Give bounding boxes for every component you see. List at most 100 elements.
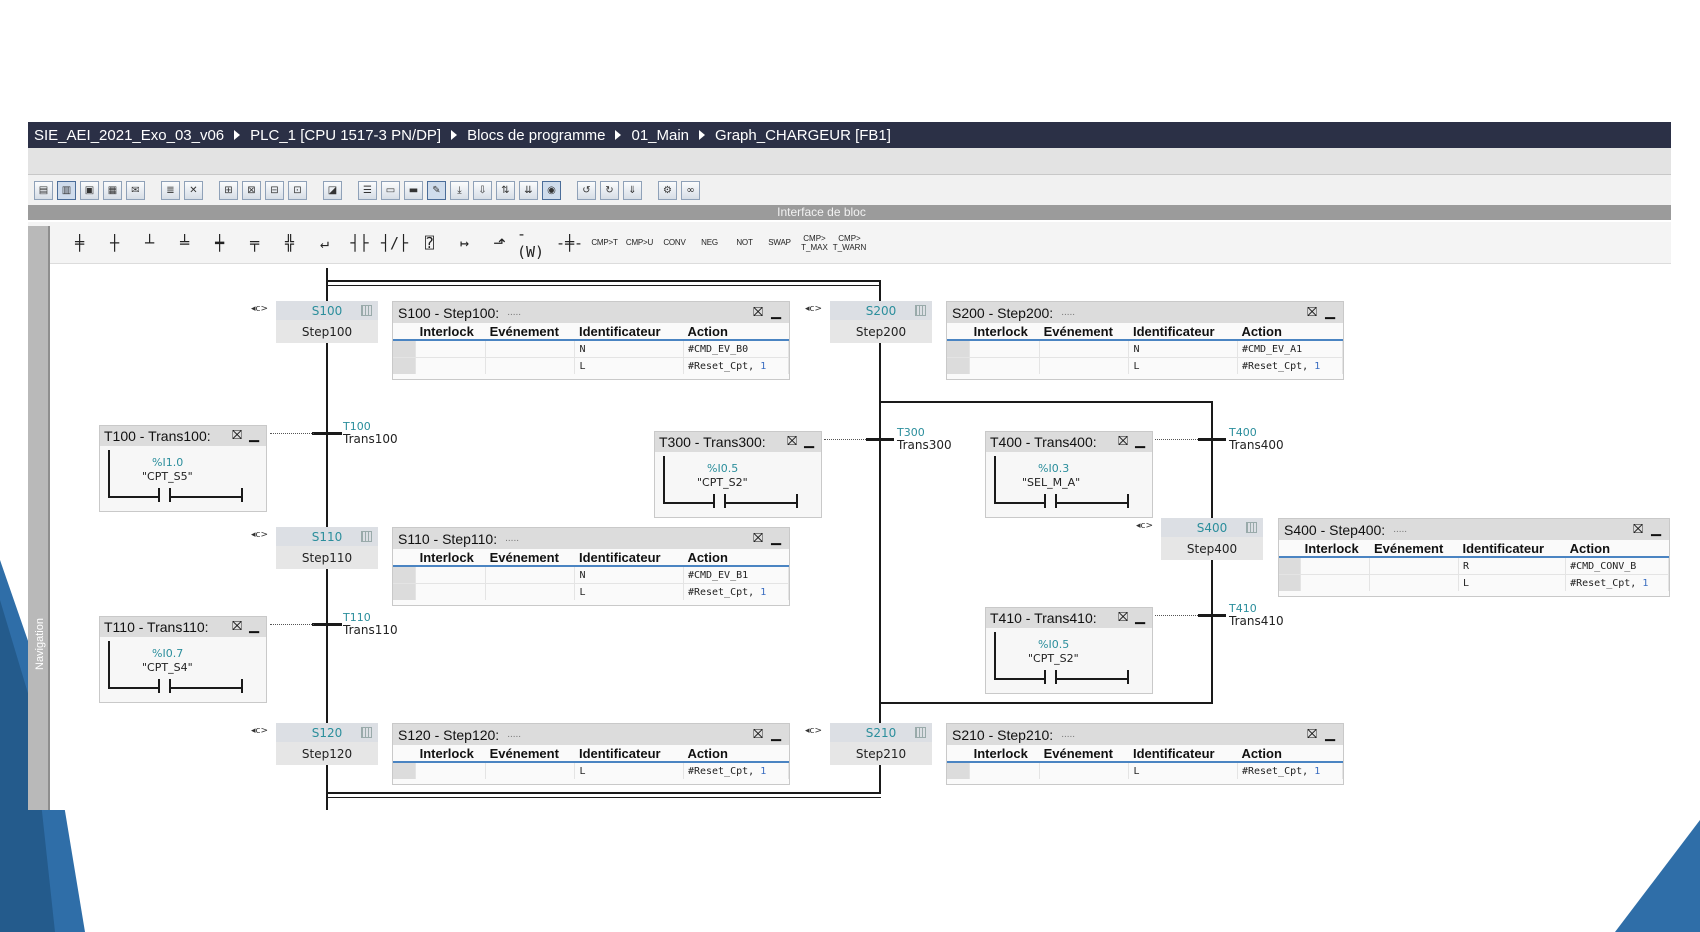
insert-below-icon[interactable]: ⇩ <box>473 180 492 200</box>
table-row[interactable]: R#CMD_CONV_B <box>1279 556 1669 575</box>
step-s200[interactable]: ◂c> S200 Step200 <box>805 301 932 343</box>
sequence-view-icon[interactable]: ▥ <box>57 180 76 200</box>
breadcrumb-blocks[interactable]: Blocs de programme <box>467 126 606 144</box>
block-interface-bar[interactable]: Interface de bloc <box>28 205 1671 220</box>
minimize-icon[interactable]: ▁ <box>1325 727 1335 742</box>
not-button[interactable]: NOT <box>736 238 753 247</box>
glasses-icon[interactable]: ∞ <box>681 180 700 200</box>
return-icon[interactable]: ↵ <box>319 233 330 252</box>
table-row[interactable]: L#Reset_Cpt, 1 <box>947 357 1344 374</box>
close-icon[interactable]: ⛝ <box>753 727 763 742</box>
jump-icon[interactable]: ╧ <box>179 233 190 252</box>
cmp-twarn-button[interactable]: CMP> T_WARN <box>832 233 867 252</box>
table-row[interactable]: L#Reset_Cpt, 1 <box>393 761 790 779</box>
table-row[interactable]: N#CMD_EV_A1 <box>947 339 1344 358</box>
close-branch-icon[interactable]: ⬏ <box>493 233 506 252</box>
open-branch-icon[interactable]: ↦ <box>459 233 470 252</box>
transition-icon[interactable]: ┴ <box>144 233 155 252</box>
step-icon[interactable]: ┼ <box>109 233 120 252</box>
contact-address[interactable]: %I0.7 <box>152 647 184 660</box>
insert-down-icon[interactable]: ⤓ <box>450 180 469 200</box>
neg-button[interactable]: NEG <box>701 238 718 247</box>
alarm-view-icon[interactable]: ✉ <box>126 180 145 200</box>
list-view-icon[interactable]: ☰ <box>358 180 377 200</box>
branch-open-icon[interactable]: ╤ <box>249 233 260 252</box>
contact-symbol[interactable]: "SEL_M_A" <box>1022 476 1081 489</box>
table-row[interactable]: N#CMD_EV_B0 <box>393 339 790 358</box>
no-contact-icon[interactable]: ┤├ <box>350 233 369 252</box>
contact-symbol[interactable]: "CPT_S4" <box>142 661 193 674</box>
navigation-strip[interactable] <box>28 226 50 810</box>
step-s210[interactable]: ◂c> S210 Step210 <box>805 723 932 765</box>
step-s120[interactable]: ◂c> S120 Step120 <box>251 723 378 765</box>
empty-box-icon[interactable]: ⍰ <box>424 233 435 252</box>
open-block-icon[interactable]: ▤ <box>34 180 53 200</box>
minimize-icon[interactable]: ▁ <box>1135 610 1145 625</box>
step-grid-icon[interactable] <box>915 727 926 738</box>
go-online-icon[interactable]: ↺ <box>577 180 596 200</box>
close-icon[interactable]: ⛝ <box>1633 522 1643 537</box>
step-s110[interactable]: ◂c> S110 Step110 <box>251 527 378 569</box>
zoom-icon[interactable]: ◪ <box>323 180 342 200</box>
contact-symbol[interactable]: "CPT_S2" <box>1028 652 1079 665</box>
permanent-instructions-icon[interactable]: ▦ <box>103 180 122 200</box>
snapshot-icon[interactable]: ⇊ <box>519 180 538 200</box>
step-transition-icon[interactable]: ╪ <box>74 233 85 252</box>
step-grid-icon[interactable] <box>361 305 372 316</box>
minimize-icon[interactable]: ▁ <box>1651 522 1661 537</box>
contact-symbol[interactable]: "CPT_S2" <box>697 476 748 489</box>
step-grid-icon[interactable] <box>361 531 372 542</box>
close-icon[interactable]: ⛝ <box>232 428 242 443</box>
coil-icon[interactable]: -(W) <box>517 224 545 261</box>
network-delete-icon[interactable]: ⊠ <box>242 180 261 200</box>
breadcrumb-plc[interactable]: PLC_1 [CPU 1517-3 PN/DP] <box>250 126 442 144</box>
download-icon[interactable]: ⇓ <box>623 180 642 200</box>
table-row[interactable]: L#Reset_Cpt, 1 <box>947 761 1344 779</box>
go-offline-icon[interactable]: ↻ <box>600 180 619 200</box>
cmp-tmax-button[interactable]: CMP> T_MAX <box>801 233 828 252</box>
cmp-t-button[interactable]: CMP>T <box>591 238 618 247</box>
minimize-icon[interactable]: ▁ <box>771 305 781 320</box>
nc-contact-icon[interactable]: ┤/├ <box>380 233 409 252</box>
contact-address[interactable]: %I0.5 <box>1038 638 1070 651</box>
breadcrumb-block[interactable]: Graph_CHARGEUR [FB1] <box>715 126 891 144</box>
minimize-icon[interactable]: ▁ <box>1325 305 1335 320</box>
minimize-icon[interactable]: ▁ <box>249 619 259 634</box>
swap-button[interactable]: SWAP <box>768 238 791 247</box>
panel-view-icon[interactable]: ▬ <box>404 180 423 200</box>
breadcrumb-main[interactable]: 01_Main <box>631 126 690 144</box>
minimize-icon[interactable]: ▁ <box>1135 434 1145 449</box>
network-expand-icon[interactable]: ⊟ <box>265 180 284 200</box>
table-row[interactable]: L#Reset_Cpt, 1 <box>393 583 790 600</box>
close-icon[interactable]: ⛝ <box>232 619 242 634</box>
step-grid-icon[interactable] <box>1246 522 1257 533</box>
step-grid-icon[interactable] <box>361 727 372 738</box>
contact-symbol[interactable]: "CPT_S5" <box>142 470 193 483</box>
branch-close-icon[interactable]: ╬ <box>284 233 295 252</box>
breadcrumb-project[interactable]: SIE_AEI_2021_Exo_03_v06 <box>34 126 225 144</box>
compare-icon[interactable]: -╪- <box>555 233 584 252</box>
minimize-icon[interactable]: ▁ <box>804 434 814 449</box>
close-icon[interactable]: ⛝ <box>1307 727 1317 742</box>
close-icon[interactable]: ⛝ <box>1118 610 1128 625</box>
close-icon[interactable]: ⛝ <box>787 434 797 449</box>
compile-icon[interactable]: ≣ <box>161 180 180 200</box>
minimize-icon[interactable]: ▁ <box>249 428 259 443</box>
conv-button[interactable]: CONV <box>663 238 686 247</box>
comment-icon[interactable]: ✎ <box>427 180 446 200</box>
clear-icon[interactable]: ✕ <box>184 180 203 200</box>
table-row[interactable]: L#Reset_Cpt, 1 <box>1279 574 1669 591</box>
contact-address[interactable]: %I0.3 <box>1038 462 1070 475</box>
close-icon[interactable]: ⛝ <box>1118 434 1128 449</box>
step-s100[interactable]: ◂c> S100 Step100 <box>251 301 378 343</box>
table-row[interactable]: L#Reset_Cpt, 1 <box>393 357 790 374</box>
network-insert-icon[interactable]: ⊞ <box>219 180 238 200</box>
step-s400[interactable]: ◂c> S400 Step400 <box>1136 518 1263 560</box>
network-collapse-icon[interactable]: ⊡ <box>288 180 307 200</box>
end-sequence-icon[interactable]: ┿ <box>214 233 225 252</box>
